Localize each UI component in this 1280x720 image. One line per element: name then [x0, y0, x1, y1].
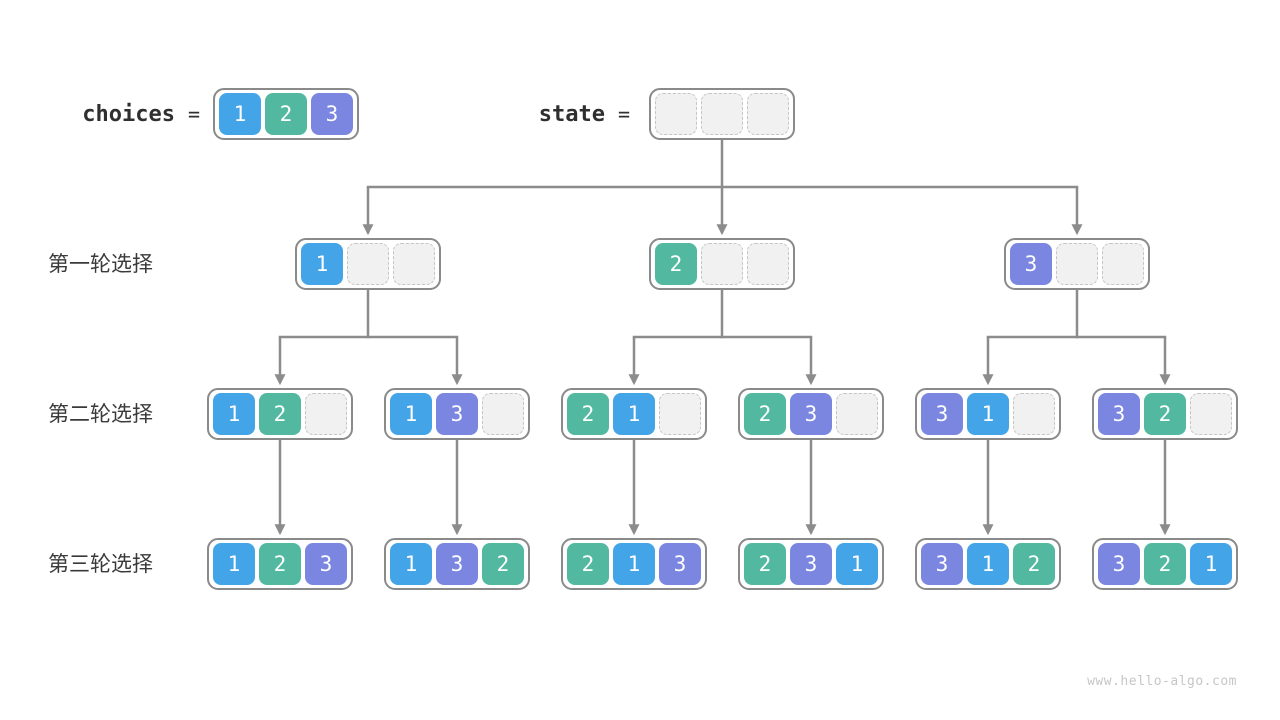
value-cell-1: 1 — [1190, 543, 1232, 585]
value-cell-2: 2 — [567, 393, 609, 435]
value-cell-3: 3 — [1098, 393, 1140, 435]
state-label: state = — [0, 88, 630, 140]
value-cell-1: 1 — [613, 393, 655, 435]
value-cell-3: 3 — [659, 543, 701, 585]
empty-slot — [701, 93, 743, 135]
value-cell-2: 2 — [259, 543, 301, 585]
value-cell-3: 3 — [790, 393, 832, 435]
value-cell-1: 1 — [213, 393, 255, 435]
empty-slot — [659, 393, 701, 435]
value-cell-2: 2 — [655, 243, 697, 285]
value-cell-1: 1 — [613, 543, 655, 585]
round-2-label: 第二轮选择 — [48, 402, 153, 426]
state-node-2: 2 — [649, 238, 795, 290]
value-cell-3: 3 — [305, 543, 347, 585]
value-cell-3: 3 — [790, 543, 832, 585]
state-keyword: state — [538, 102, 605, 127]
value-cell-1: 1 — [301, 243, 343, 285]
value-cell-3: 3 — [921, 393, 963, 435]
choices-keyword: choices — [82, 102, 175, 127]
choices-label: choices = — [0, 88, 200, 140]
watermark: www.hello-algo.com — [1087, 674, 1237, 689]
empty-slot — [1102, 243, 1144, 285]
empty-slot — [1190, 393, 1232, 435]
value-cell-1: 1 — [219, 93, 261, 135]
value-cell-2: 2 — [744, 393, 786, 435]
empty-slot — [305, 393, 347, 435]
value-cell-2: 2 — [259, 393, 301, 435]
value-cell-1: 1 — [390, 543, 432, 585]
value-cell-2: 2 — [1144, 393, 1186, 435]
value-cell-1: 1 — [390, 393, 432, 435]
value-cell-2: 2 — [1144, 543, 1186, 585]
empty-slot — [1056, 243, 1098, 285]
state-array — [649, 88, 795, 140]
choices-equals-sign: = — [187, 102, 200, 126]
value-cell-3: 3 — [1098, 543, 1140, 585]
value-cell-3: 3 — [1010, 243, 1052, 285]
value-cell-2: 2 — [1013, 543, 1055, 585]
value-cell-3: 3 — [921, 543, 963, 585]
value-cell-1: 1 — [836, 543, 878, 585]
empty-slot — [482, 393, 524, 435]
empty-slot — [747, 243, 789, 285]
empty-slot — [747, 93, 789, 135]
value-cell-3: 3 — [311, 93, 353, 135]
state-equals-sign: = — [617, 102, 630, 126]
empty-slot — [1013, 393, 1055, 435]
empty-slot — [701, 243, 743, 285]
state-node-3: 3 — [1004, 238, 1150, 290]
round-3-label: 第三轮选择 — [48, 552, 153, 576]
empty-slot — [393, 243, 435, 285]
empty-slot — [347, 243, 389, 285]
state-node-1: 1 — [295, 238, 441, 290]
value-cell-1: 1 — [967, 543, 1009, 585]
value-cell-2: 2 — [744, 543, 786, 585]
empty-slot — [655, 93, 697, 135]
value-cell-2: 2 — [482, 543, 524, 585]
value-cell-3: 3 — [436, 393, 478, 435]
value-cell-2: 2 — [567, 543, 609, 585]
value-cell-2: 2 — [265, 93, 307, 135]
value-cell-1: 1 — [213, 543, 255, 585]
empty-slot — [836, 393, 878, 435]
value-cell-1: 1 — [967, 393, 1009, 435]
value-cell-3: 3 — [436, 543, 478, 585]
round-1-label: 第一轮选择 — [48, 252, 153, 276]
